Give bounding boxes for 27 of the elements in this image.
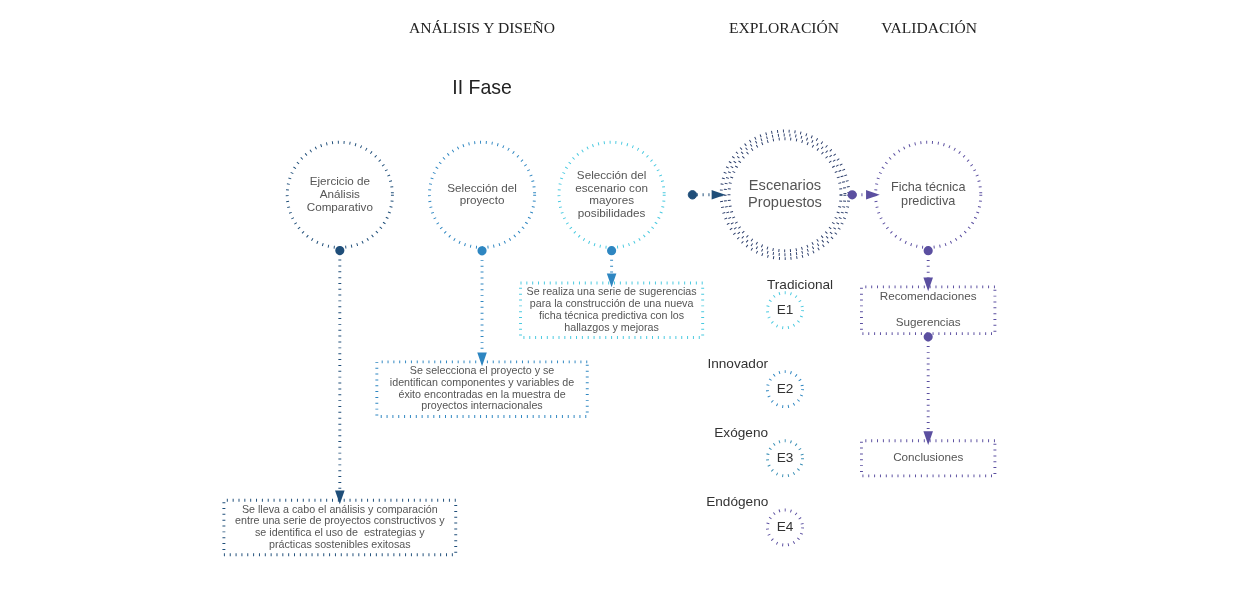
- arrow: [922, 332, 933, 445]
- label: ANÁLISIS Y DISEÑO: [408, 19, 555, 37]
- node-circle: Escenarios Propuestos: [719, 129, 850, 261]
- label: EXPLORACIÓN: [728, 19, 839, 37]
- arrow: [606, 246, 616, 288]
- node-circle: Selección del proyecto: [427, 140, 536, 249]
- arrow: [334, 246, 345, 505]
- node-label: Endógeno: [705, 494, 768, 510]
- node-label: Exógeno: [713, 425, 768, 441]
- node-box: Conclusiones: [859, 439, 996, 478]
- label: II Fase: [451, 76, 512, 99]
- label: VALIDACIÓN: [880, 19, 977, 37]
- node-label: Innovador: [706, 355, 768, 371]
- node-circle: Selección del escenario con mayores posibilidades: [557, 140, 666, 249]
- node-box: Recomendaciones Sugerencias: [859, 285, 996, 336]
- node-circle: Ficha técnica predictiva: [873, 140, 982, 249]
- arrow: [922, 246, 933, 292]
- node-circle: E3: [765, 439, 804, 478]
- node-box: Se lleva a cabo el análisis y comparación entre una serie de proyectos constructivos y se identifica el uso de estrategias y prácticas sostenibles exitosas: [221, 498, 457, 557]
- node-label: Tradicional: [766, 277, 833, 293]
- node-circle: E1: [765, 291, 804, 330]
- node-box: Se realiza una serie de sugerencias para la construcción de una nueva ficha técnica predictiva con los hallazgos y mejoras: [518, 281, 704, 339]
- arrow: [476, 246, 487, 367]
- node-circle: Ejercicio de Análisis Comparativo: [285, 140, 394, 249]
- node-box: Se selecciona el proyecto y se identifican componentes y variables de éxito encontradas en la muestra de proyectos internacionales: [374, 360, 589, 418]
- node-circle: E4: [765, 508, 804, 547]
- node-circle: E2: [765, 370, 804, 409]
